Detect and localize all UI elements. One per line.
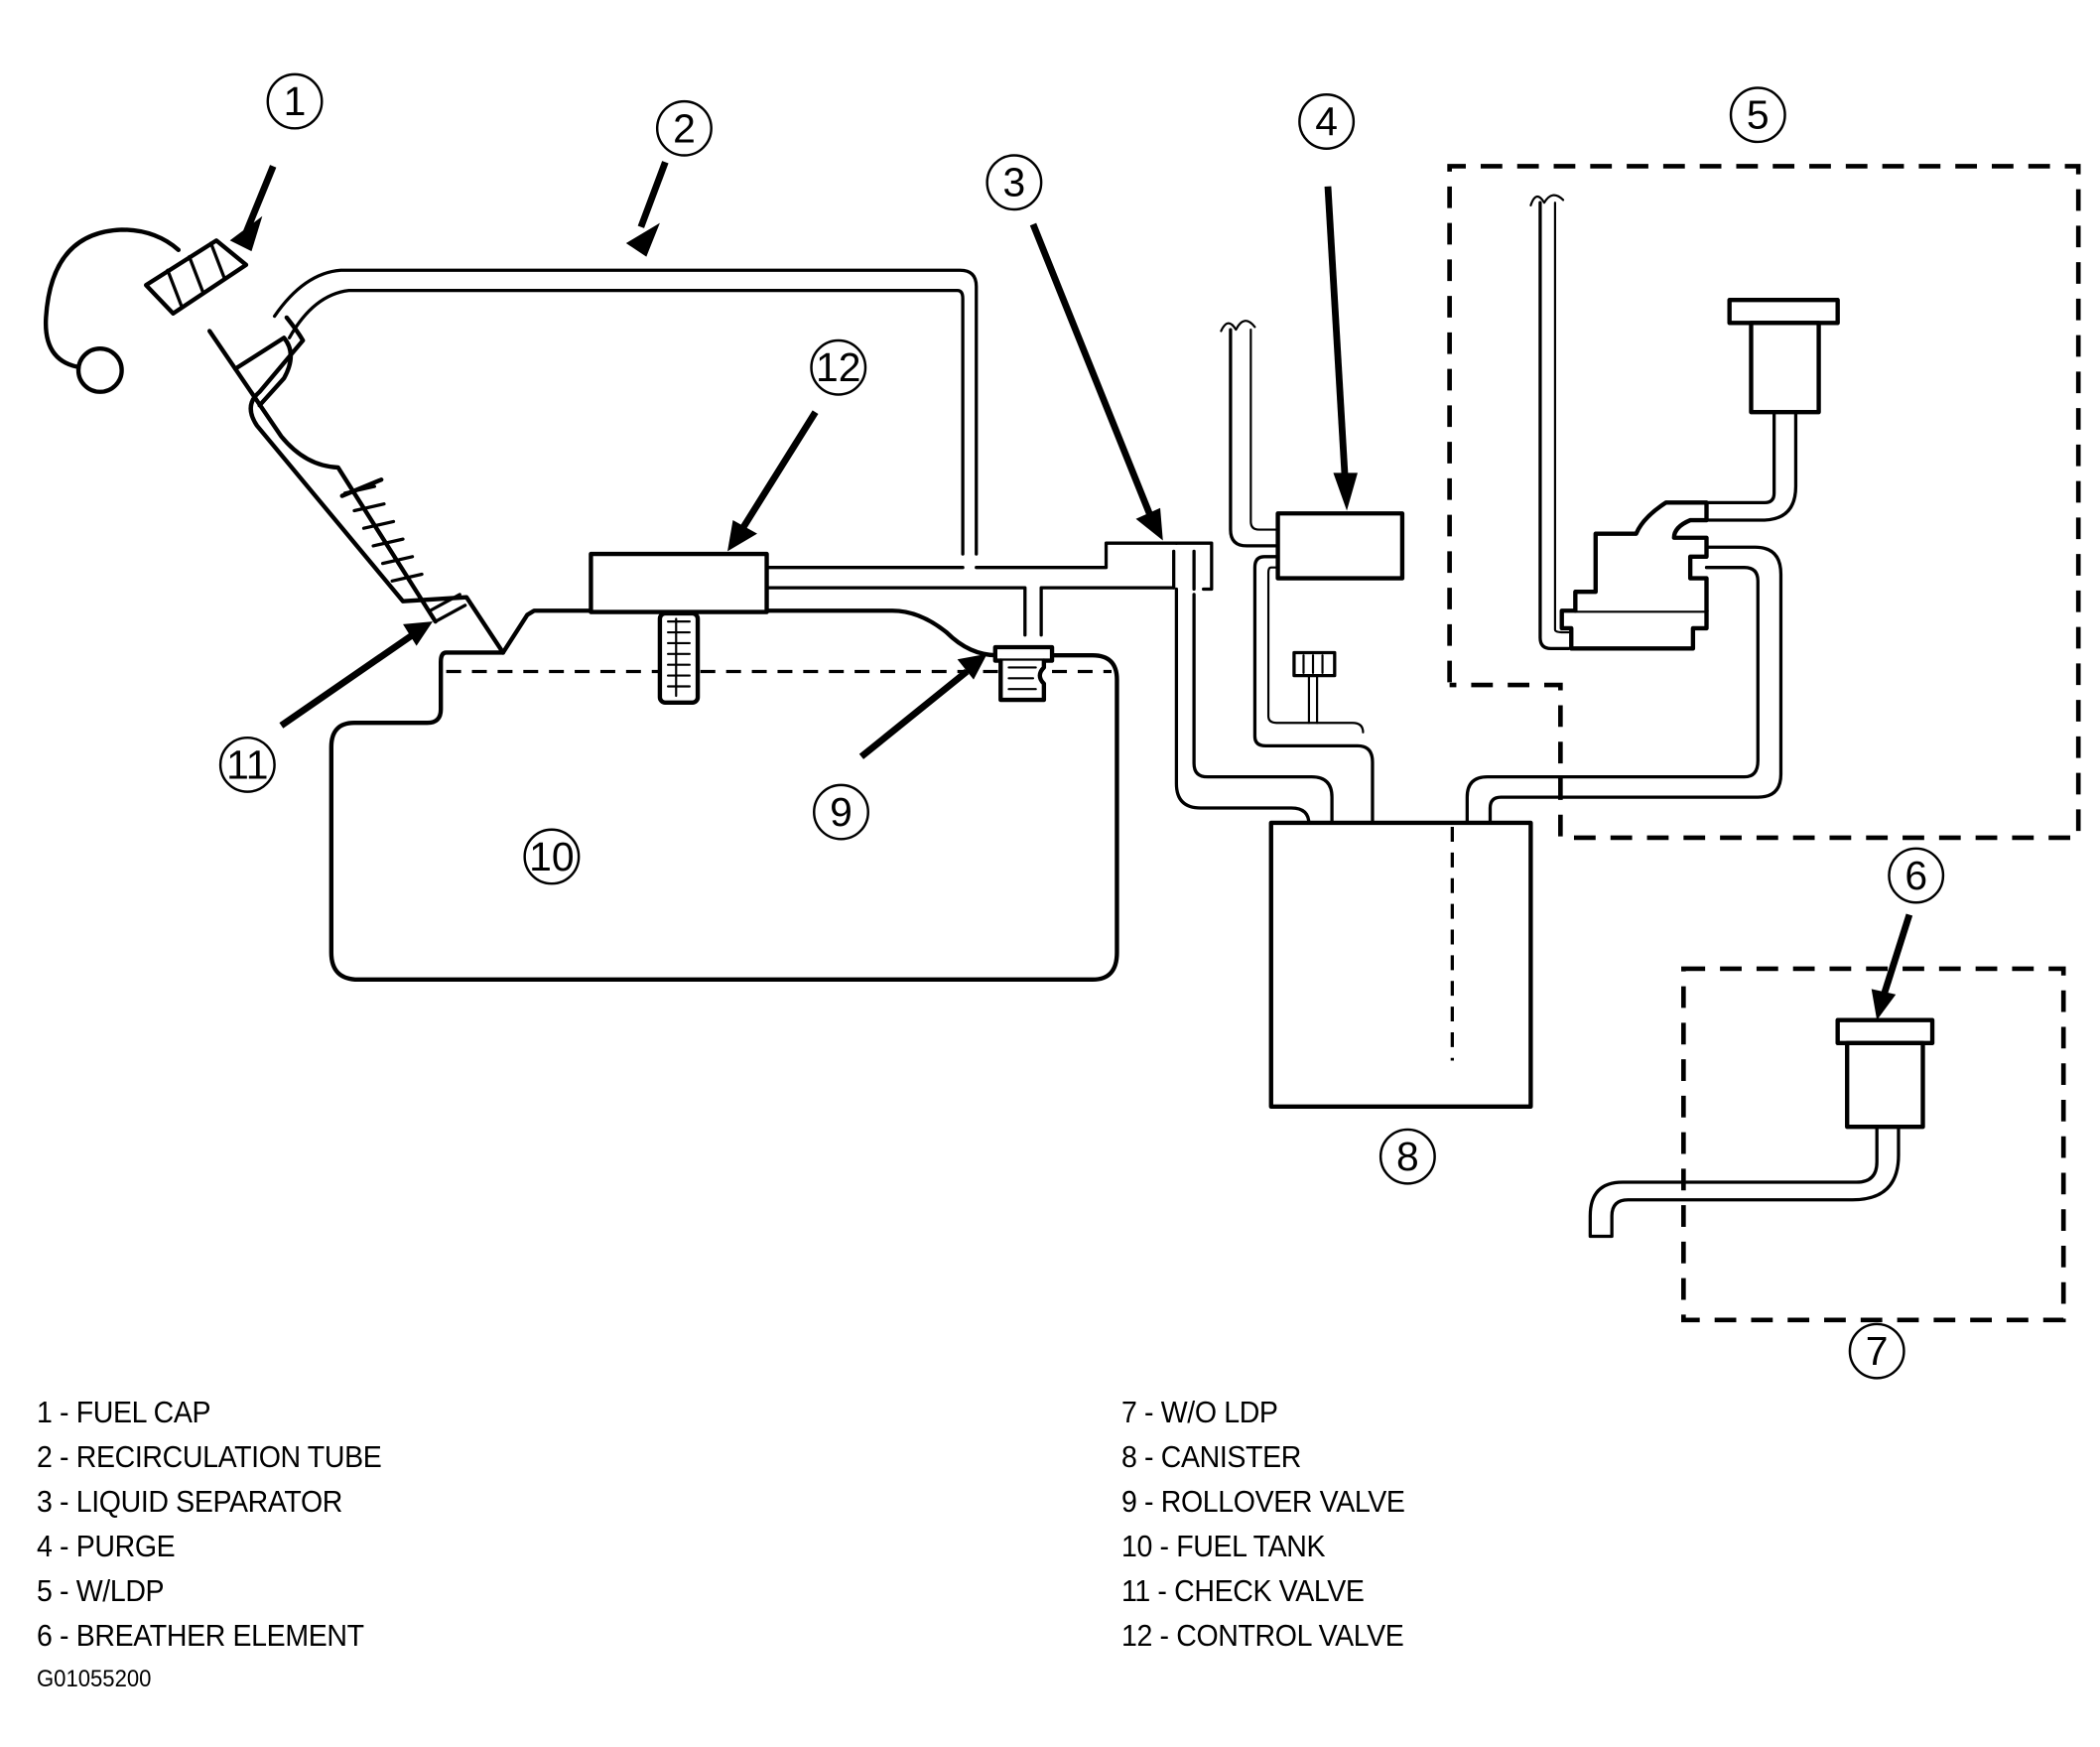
callout-3: 3 <box>985 154 1043 211</box>
fuel-tank <box>328 608 1119 983</box>
callout-arrows <box>229 161 1913 1020</box>
callout-6: 6 <box>1888 847 1945 904</box>
legend-item: 4 - PURGE <box>37 1529 176 1563</box>
legend-item: 3 - LIQUID SEPARATOR <box>37 1484 343 1519</box>
leak-detection-pump <box>1529 194 1840 651</box>
svg-text:6: 6 <box>1904 853 1927 898</box>
legend-item: 5 - W/LDP <box>37 1573 165 1608</box>
filler-neck <box>207 315 506 655</box>
callout-1: 1 <box>266 72 324 130</box>
svg-text:9: 9 <box>830 789 853 835</box>
legend-item: 12 - CONTROL VALVE <box>1121 1618 1404 1653</box>
callout-2: 2 <box>655 99 713 157</box>
svg-text:8: 8 <box>1396 1134 1419 1179</box>
svg-text:4: 4 <box>1315 99 1338 145</box>
svg-text:2: 2 <box>673 105 696 151</box>
rollover-valve <box>992 644 1055 703</box>
recirculation-tube <box>272 268 979 556</box>
legend-item: 1 - FUEL CAP <box>37 1395 211 1429</box>
legend-item: 11 - CHECK VALVE <box>1121 1573 1365 1608</box>
callout-11: 11 <box>218 736 276 793</box>
svg-text:12: 12 <box>816 344 860 390</box>
legend-item: 6 - BREATHER ELEMENT <box>37 1618 364 1653</box>
purge-valve <box>1220 320 1405 826</box>
svg-text:10: 10 <box>529 834 574 879</box>
figure-code: G01055200 <box>37 1666 152 1692</box>
vent-tubes <box>764 541 1179 637</box>
callout-12: 12 <box>810 338 867 396</box>
callout-5: 5 <box>1729 86 1786 144</box>
legend-left-column: 1 - FUEL CAP 2 - RECIRCULATION TUBE 3 - … <box>37 1390 382 1658</box>
fuel-cap <box>44 227 249 394</box>
svg-text:11: 11 <box>226 741 268 787</box>
svg-text:3: 3 <box>1003 160 1026 205</box>
svg-text:5: 5 <box>1747 92 1770 138</box>
legend-item: 7 - W/O LDP <box>1121 1395 1278 1429</box>
callout-4: 4 <box>1298 93 1356 150</box>
canister <box>1268 545 1783 1109</box>
no-ldp-box <box>1681 966 2066 1323</box>
svg-text:7: 7 <box>1866 1328 1889 1374</box>
ldp-box <box>1447 164 2081 841</box>
liquid-separator <box>1172 541 1334 826</box>
legend-item: 10 - FUEL TANK <box>1121 1529 1326 1563</box>
callout-7: 7 <box>1848 1322 1905 1380</box>
svg-text:1: 1 <box>284 78 307 124</box>
breather-element <box>1588 1017 1935 1239</box>
callout-9: 9 <box>813 783 869 841</box>
control-valve <box>589 551 769 705</box>
legend-right-column: 7 - W/O LDP 8 - CANISTER 9 - ROLLOVER VA… <box>1121 1390 1405 1658</box>
callout-8: 8 <box>1378 1128 1436 1185</box>
callout-10: 10 <box>523 828 581 885</box>
legend-item: 9 - ROLLOVER VALVE <box>1121 1484 1405 1519</box>
legend-item: 2 - RECIRCULATION TUBE <box>37 1439 382 1474</box>
legend-item: 8 - CANISTER <box>1121 1439 1301 1474</box>
